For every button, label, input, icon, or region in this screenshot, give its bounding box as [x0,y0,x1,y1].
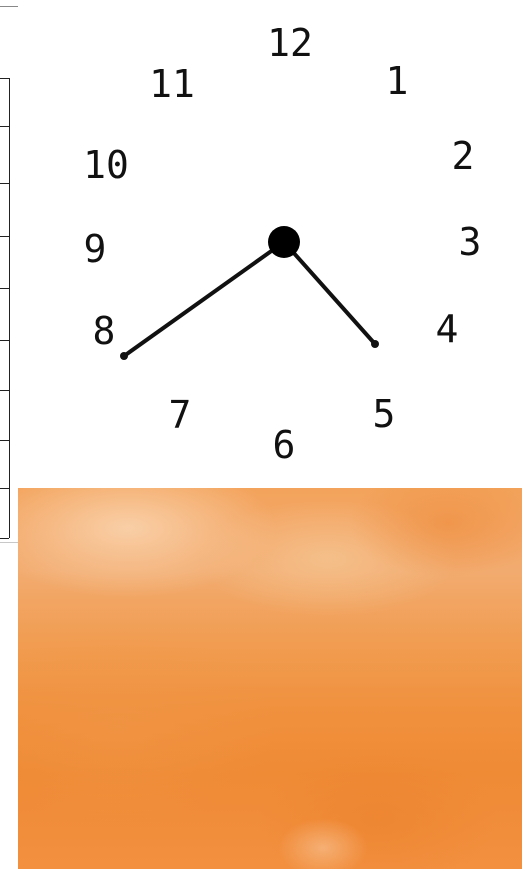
numeral-10: 10 [83,143,129,187]
clock-hub [268,226,300,258]
numeral-3: 3 [459,220,482,264]
numeral-12: 12 [267,21,313,65]
hour-hand [284,242,375,344]
numeral-5: 5 [373,392,396,436]
wash-shadow [18,628,278,828]
numeral-8: 8 [93,309,116,353]
numeral-2: 2 [452,134,475,178]
table-row [0,488,9,489]
minute-hand [124,242,284,356]
numeral-1: 1 [386,59,409,103]
numeral-6: 6 [273,423,296,467]
analog-clock: 12 1 2 3 4 5 6 7 8 9 10 11 [0,0,522,480]
table-row [0,538,9,539]
numeral-11: 11 [149,62,195,106]
minute-hand-tip [120,352,128,360]
watercolor-image [18,488,522,869]
divider-line [0,542,18,543]
numeral-4: 4 [436,307,459,351]
wash-highlight [278,818,368,869]
numeral-7: 7 [169,393,192,437]
hour-hand-tip [371,340,379,348]
clock-face: 12 1 2 3 4 5 6 7 8 9 10 11 [0,0,522,480]
numeral-9: 9 [84,227,107,271]
